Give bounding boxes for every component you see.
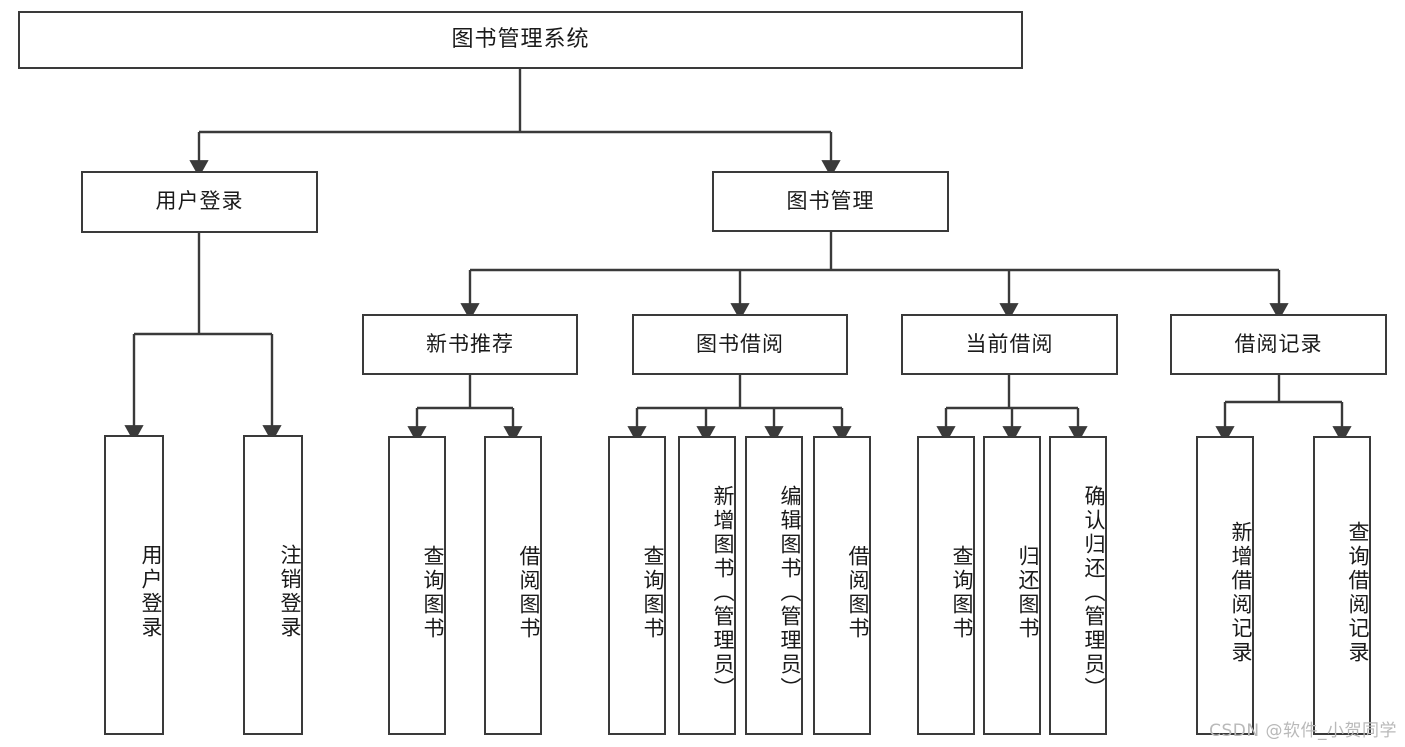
node-leaf-logout[interactable]: 注销登录: [243, 435, 303, 735]
node-leaf-query-book-3[interactable]: 查询图书: [917, 436, 975, 735]
node-leaf-edit-book[interactable]: 编辑图书（管理员）: [745, 436, 803, 735]
node-leaf-return-book-label: 归还图书: [1016, 544, 1040, 641]
node-leaf-query-record-label: 查询借阅记录: [1346, 520, 1370, 665]
node-leaf-confirm-return[interactable]: 确认归还（管理员）: [1049, 436, 1107, 735]
node-leaf-add-record-label: 新增借阅记录: [1229, 520, 1253, 665]
node-leaf-return-book[interactable]: 归还图书: [983, 436, 1041, 735]
node-leaf-logout-label: 注销登录: [278, 544, 302, 640]
node-leaf-confirm-return-label: 确认归还（管理员）: [1082, 484, 1106, 701]
node-borrow-record-label: 借阅记录: [1234, 331, 1323, 356]
node-leaf-query-book-1-label: 查询图书: [421, 544, 445, 641]
node-leaf-query-book-3-label: 查询图书: [950, 544, 974, 641]
node-leaf-query-book-1[interactable]: 查询图书: [388, 436, 446, 735]
node-root-label: 图书管理系统: [451, 26, 590, 52]
node-new-book-recommend[interactable]: 新书推荐: [362, 314, 578, 375]
node-book-borrow[interactable]: 图书借阅: [632, 314, 848, 375]
node-leaf-borrow-book-1[interactable]: 借阅图书: [484, 436, 542, 735]
node-leaf-query-record[interactable]: 查询借阅记录: [1313, 436, 1371, 735]
node-leaf-edit-book-label: 编辑图书（管理员）: [778, 484, 802, 701]
node-user-login[interactable]: 用户登录: [81, 171, 318, 233]
node-book-manage[interactable]: 图书管理: [712, 171, 949, 232]
csdn-watermark: CSDN @软件_小贺同学: [1209, 721, 1397, 741]
node-leaf-add-book[interactable]: 新增图书（管理员）: [678, 436, 736, 735]
node-leaf-add-record[interactable]: 新增借阅记录: [1196, 436, 1254, 735]
node-leaf-borrow-book-2-label: 借阅图书: [846, 544, 870, 641]
node-leaf-add-book-label: 新增图书（管理员）: [711, 484, 735, 701]
node-current-borrow-label: 当前借阅: [965, 331, 1054, 356]
node-leaf-borrow-book-1-label: 借阅图书: [517, 544, 541, 641]
node-leaf-query-book-2-label: 查询图书: [641, 544, 665, 641]
node-new-book-recommend-label: 新书推荐: [426, 331, 514, 356]
node-leaf-user-login[interactable]: 用户登录: [104, 435, 164, 735]
node-root[interactable]: 图书管理系统: [18, 11, 1023, 69]
node-book-borrow-label: 图书借阅: [696, 331, 784, 356]
node-borrow-record[interactable]: 借阅记录: [1170, 314, 1387, 375]
node-leaf-user-login-label: 用户登录: [139, 544, 163, 640]
node-current-borrow[interactable]: 当前借阅: [901, 314, 1118, 375]
node-user-login-label: 用户登录: [155, 189, 244, 214]
node-leaf-borrow-book-2[interactable]: 借阅图书: [813, 436, 871, 735]
node-book-manage-label: 图书管理: [786, 188, 875, 213]
node-leaf-query-book-2[interactable]: 查询图书: [608, 436, 666, 735]
